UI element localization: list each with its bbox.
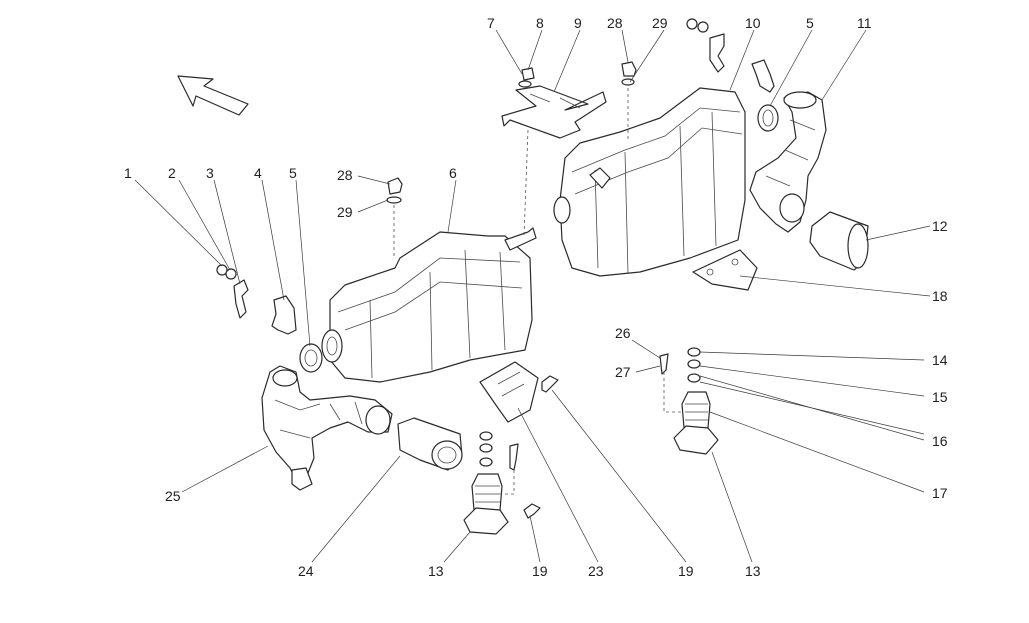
callout-19: 19 — [678, 563, 694, 579]
callout-28: 28 — [337, 167, 353, 183]
callout-29: 29 — [652, 15, 668, 31]
callout-8: 8 — [536, 15, 544, 31]
small-hardware — [216, 18, 709, 519]
callout-5: 5 — [289, 165, 297, 181]
right-tail-pipe — [809, 211, 869, 271]
bracket-23 — [479, 361, 539, 423]
callout-16: 16 — [932, 433, 948, 449]
callout-4: 4 — [254, 165, 262, 181]
callout-13: 13 — [428, 563, 444, 579]
callout-11: 11 — [857, 15, 872, 31]
callout-15: 15 — [932, 389, 948, 405]
left-muffler — [321, 227, 537, 383]
callout-5: 5 — [806, 15, 814, 31]
callout-29: 29 — [337, 204, 353, 220]
bracket-18 — [692, 249, 758, 291]
callout-6: 6 — [449, 165, 457, 181]
callout-19: 19 — [532, 563, 548, 579]
alignment-lines — [393, 88, 684, 495]
leader-lines — [134, 29, 931, 563]
right-muffler — [553, 87, 746, 277]
mount-13-right — [673, 347, 719, 455]
callout-7: 7 — [487, 15, 495, 31]
callout-24: 24 — [298, 563, 314, 579]
callout-1: 1 — [124, 165, 132, 181]
left-exhaust-pipe — [261, 365, 393, 491]
direction-arrow-icon — [177, 75, 249, 116]
callout-28: 28 — [607, 15, 623, 31]
mount-13-left — [463, 431, 509, 535]
callout-10: 10 — [745, 15, 761, 31]
callout-27: 27 — [615, 364, 631, 380]
callout-25: 25 — [165, 488, 181, 504]
callout-14: 14 — [932, 352, 948, 368]
callout-numbers: 1 2 3 4 5 28 29 6 7 8 9 28 29 10 5 11 12… — [124, 15, 948, 579]
clamps — [233, 33, 779, 373]
callout-17: 17 — [932, 485, 948, 501]
callout-12: 12 — [932, 218, 948, 234]
callout-23: 23 — [588, 563, 604, 579]
callout-2: 2 — [168, 165, 176, 181]
callout-18: 18 — [932, 288, 948, 304]
callout-9: 9 — [574, 15, 582, 31]
left-tail-pipe — [397, 417, 463, 471]
callout-3: 3 — [206, 165, 214, 181]
bracket-9 — [501, 85, 607, 139]
callout-26: 26 — [615, 325, 631, 341]
callout-13: 13 — [745, 563, 761, 579]
right-exhaust-pipe — [749, 91, 827, 233]
